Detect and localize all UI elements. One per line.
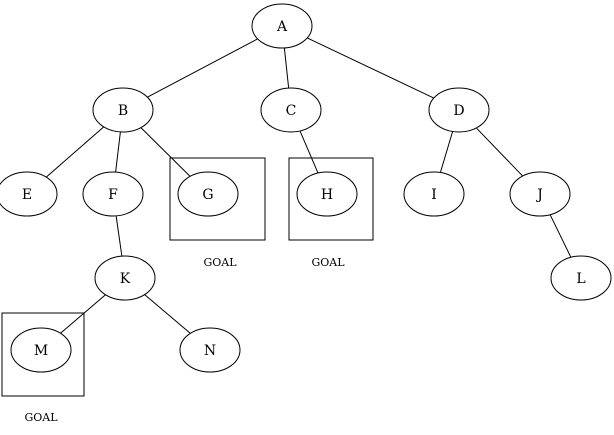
edge-k-m xyxy=(60,294,106,334)
node-b: B xyxy=(92,87,154,133)
node-h: H xyxy=(296,171,358,217)
edge-d-i xyxy=(439,131,454,173)
goal-box-h xyxy=(288,157,374,241)
node-n-label: N xyxy=(204,343,216,359)
nodes-layer: A B C D E F G H I J K L M N xyxy=(0,3,612,373)
edge-b-e xyxy=(45,126,105,178)
goal-boxes-layer xyxy=(1,157,374,397)
goal-box-g xyxy=(169,157,266,241)
node-c-ellipse xyxy=(260,87,322,133)
node-j: J xyxy=(509,171,571,217)
node-i-label: I xyxy=(431,187,437,203)
node-g: G xyxy=(177,171,239,217)
goal-box-m xyxy=(1,312,85,397)
edge-b-g xyxy=(140,127,191,177)
edges-layer xyxy=(45,37,572,334)
edge-f-k xyxy=(115,215,123,257)
node-l: L xyxy=(550,255,612,301)
node-h-ellipse xyxy=(296,171,358,217)
node-k-label: K xyxy=(120,271,131,287)
edge-j-l xyxy=(549,214,572,258)
node-l-label: L xyxy=(576,271,585,287)
node-k: K xyxy=(94,255,156,301)
node-d-label: D xyxy=(453,103,464,119)
node-f-label: F xyxy=(108,187,118,203)
node-a-ellipse xyxy=(251,3,313,49)
node-h-label: H xyxy=(321,187,333,203)
goal-label-h: GOAL xyxy=(311,256,345,269)
node-g-label: G xyxy=(202,187,213,203)
node-f: F xyxy=(82,171,144,217)
edge-a-d xyxy=(306,37,435,99)
node-g-ellipse xyxy=(177,171,239,217)
node-n-ellipse xyxy=(179,327,241,373)
node-m: M xyxy=(10,327,72,373)
node-k-ellipse xyxy=(94,255,156,301)
node-d: D xyxy=(428,87,490,133)
goal-label-g: GOAL xyxy=(203,256,237,269)
node-e-ellipse xyxy=(0,171,58,217)
edge-k-n xyxy=(144,294,191,334)
node-a-label: A xyxy=(276,19,288,35)
node-e: E xyxy=(0,171,58,217)
goal-labels-layer: GOAL GOAL GOAL xyxy=(24,256,345,424)
node-c-label: C xyxy=(286,103,297,119)
node-m-label: M xyxy=(34,343,48,359)
edge-b-f xyxy=(115,131,121,173)
node-e-label: E xyxy=(22,187,32,203)
goal-label-m: GOAL xyxy=(24,411,58,424)
node-b-ellipse xyxy=(92,87,154,133)
edge-d-j xyxy=(475,127,524,177)
node-d-ellipse xyxy=(428,87,490,133)
node-j-label: J xyxy=(535,187,543,203)
node-j-ellipse xyxy=(509,171,571,217)
node-l-ellipse xyxy=(550,255,612,301)
edge-a-b xyxy=(147,38,258,98)
node-f-ellipse xyxy=(82,171,144,217)
node-i: I xyxy=(403,171,465,217)
node-i-ellipse xyxy=(403,171,465,217)
node-m-ellipse xyxy=(10,327,72,373)
edge-a-c xyxy=(283,47,290,89)
node-b-label: B xyxy=(118,103,128,119)
edge-c-h xyxy=(299,130,319,174)
node-a: A xyxy=(251,3,313,49)
node-c: C xyxy=(260,87,322,133)
node-n: N xyxy=(179,327,241,373)
